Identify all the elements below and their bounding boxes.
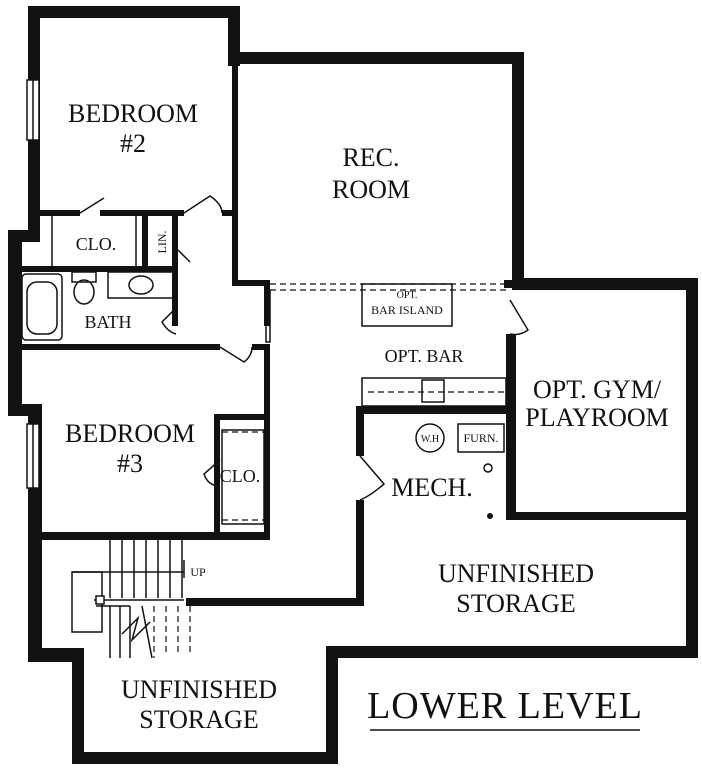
mech-label: MECH. (391, 473, 473, 502)
bar-island-label-1: OPT. (397, 290, 418, 301)
rec-room-label-1: REC. (342, 143, 399, 172)
gym-label-1: OPT. GYM/ (533, 375, 662, 404)
closet-bottom-label: CLO. (220, 466, 261, 486)
room-labels: BEDROOM #2 REC. ROOM CLO. LIN. BATH OPT.… (65, 99, 669, 734)
unfinished-storage-left-label-1: UNFINISHED (121, 675, 277, 704)
gym-label-2: PLAYROOM (525, 403, 669, 432)
unfinished-storage-right-label-1: UNFINISHED (438, 559, 594, 588)
closet-top-label: CLO. (76, 234, 117, 254)
unfinished-storage-right-label-2: STORAGE (456, 589, 575, 618)
bedroom2-label-1: BEDROOM (68, 99, 198, 128)
bedroom3-label-2: #3 (117, 449, 143, 478)
interior-walls (20, 64, 696, 606)
doors (79, 195, 529, 501)
rec-room-label-2: ROOM (332, 175, 410, 204)
furnace-label: FURN. (463, 431, 498, 445)
water-heater-label: W.H (421, 434, 439, 445)
plan-title: LOWER LEVEL (367, 685, 643, 727)
unfinished-storage-left-label-2: STORAGE (139, 705, 258, 734)
stairs-up-label: UP (190, 565, 206, 579)
fixtures (21, 216, 510, 525)
windows (26, 79, 40, 489)
stairs (71, 540, 191, 659)
bath-label: BATH (84, 312, 131, 332)
bedroom2-label-2: #2 (120, 129, 146, 158)
linen-label: LIN. (155, 231, 169, 254)
bar-island-label-2: BAR ISLAND (371, 303, 443, 317)
exterior-walls (8, 6, 698, 764)
opt-bar-label: OPT. BAR (385, 346, 464, 366)
bedroom3-label-1: BEDROOM (65, 419, 195, 448)
